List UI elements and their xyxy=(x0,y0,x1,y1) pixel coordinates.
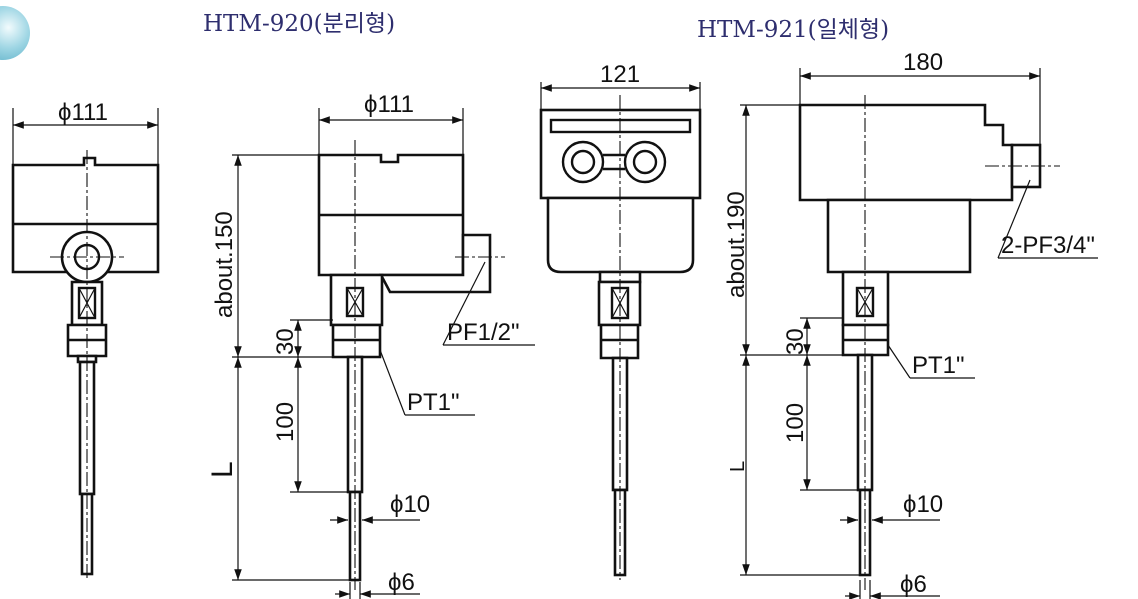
dim-phi6-right: ϕ6 xyxy=(900,571,927,598)
model-title-htm921: HTM-921(일체형) xyxy=(697,17,890,43)
dim-L-left: L xyxy=(206,461,239,478)
dim-phi10-left: ϕ10 xyxy=(390,491,430,518)
dim-30-right: 30 xyxy=(782,328,809,355)
dim-about150: about.150 xyxy=(211,211,238,318)
dim-phi10-right: ϕ10 xyxy=(903,491,943,518)
label-pt1-left: PT1" xyxy=(407,389,460,416)
dim-phi111-side: ϕ111 xyxy=(364,91,414,118)
dim-L-right: L xyxy=(727,461,749,472)
dim-30-left: 30 xyxy=(272,328,299,355)
dim-phi111-front: ϕ111 xyxy=(58,99,108,126)
label-2-pf3-4: 2-PF3/4" xyxy=(1001,232,1095,259)
dim-121: 121 xyxy=(600,61,640,88)
dim-about190: about.190 xyxy=(723,191,750,298)
htm921-side-view: 180 about.190 30 100 L ϕ10 ϕ6 xyxy=(723,49,1098,599)
label-pf1-2: PF1/2" xyxy=(447,319,520,346)
dim-100-left: 100 xyxy=(272,402,299,442)
dim-180: 180 xyxy=(903,49,943,76)
dim-phi6-left: ϕ6 xyxy=(388,569,415,596)
htm920-front-view: ϕ111 xyxy=(11,99,160,580)
htm921-front-view: 121 xyxy=(539,61,702,580)
label-pt1-right: PT1" xyxy=(912,352,965,379)
htm920-side-view: ϕ111 about.150 30 100 L ϕ10 ϕ6 xyxy=(206,91,535,599)
dim-100-right: 100 xyxy=(782,403,809,443)
model-title-htm920: HTM-920(분리형) xyxy=(203,11,396,37)
